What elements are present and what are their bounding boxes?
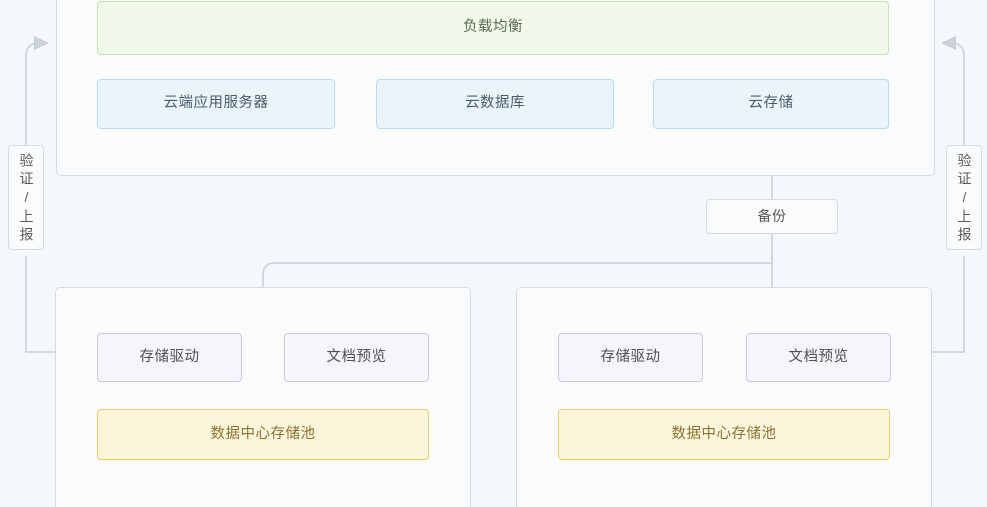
cloud-storage-node[interactable]: 云存储	[653, 79, 889, 129]
cloud-database-node[interactable]: 云数据库	[376, 79, 614, 129]
cloud-app-server-node[interactable]: 云端应用服务器	[97, 79, 335, 129]
load-balancer-node[interactable]: 负载均衡	[97, 1, 889, 55]
left-verify-report-label[interactable]: 验证/上报	[8, 145, 44, 250]
backup-edge-label[interactable]: 备份	[706, 199, 838, 234]
data-center-right-container	[516, 287, 932, 507]
data-center-left-container	[55, 287, 471, 507]
left-storage-pool-node[interactable]: 数据中心存储池	[97, 409, 429, 460]
wire-bus-to-left-dc	[262, 262, 773, 288]
wire-right-vertical-upper	[943, 43, 965, 146]
left-storage-driver-node[interactable]: 存储驱动	[97, 333, 242, 382]
right-storage-driver-node[interactable]: 存储驱动	[558, 333, 703, 382]
wire-left-vertical-upper	[25, 43, 47, 146]
right-verify-report-label[interactable]: 验证/上报	[946, 145, 982, 250]
right-storage-pool-node[interactable]: 数据中心存储池	[558, 409, 890, 460]
right-document-preview-node[interactable]: 文档预览	[746, 333, 891, 382]
left-document-preview-node[interactable]: 文档预览	[284, 333, 429, 382]
